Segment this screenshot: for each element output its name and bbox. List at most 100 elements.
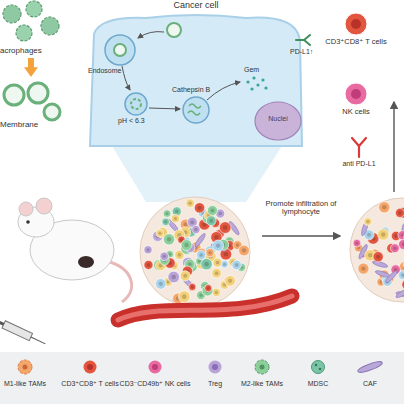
tumor-treated — [350, 198, 404, 302]
mouse-eye — [26, 220, 30, 224]
tumor-cell — [174, 230, 185, 241]
tumor-cell — [162, 218, 170, 226]
tumor-cell — [377, 278, 385, 286]
tumor-cell — [197, 248, 206, 257]
mouse-head — [18, 207, 54, 237]
cell-nucleus — [206, 216, 210, 220]
antibody-stem — [358, 146, 360, 157]
tumor-cell — [190, 242, 201, 253]
cell-nucleus — [357, 246, 360, 249]
antibody-arm — [352, 138, 359, 146]
tumor-cell — [182, 257, 193, 268]
cell-nucleus — [160, 231, 164, 235]
connector-head — [24, 67, 38, 77]
cell-nucleus — [371, 236, 376, 241]
tumor-cell — [379, 202, 390, 213]
tumor-cell — [211, 219, 220, 228]
cell-nucleus — [175, 210, 179, 214]
tumor-cell — [180, 236, 190, 246]
legend-text: CD3⁻CD49b⁺ NK cells — [117, 380, 193, 388]
annotation: Cathepsin B — [172, 86, 222, 94]
cell-nucleus — [200, 251, 204, 255]
tumor-cell — [154, 259, 165, 270]
cell-nucleus — [198, 260, 201, 263]
tumor-cell — [186, 199, 195, 208]
tumor-cell — [382, 276, 390, 284]
tumor-cell — [239, 245, 250, 256]
tumor-cell — [369, 249, 380, 260]
tumor-cell — [170, 262, 178, 270]
caf-cell — [210, 243, 227, 253]
cell-nucleus — [191, 220, 194, 223]
flow-arrow — [122, 66, 130, 90]
drug-dot — [250, 87, 253, 90]
annotation: PD-L1↑ — [290, 48, 324, 56]
cell-nucleus — [207, 287, 210, 290]
antibody — [352, 138, 366, 157]
immune-cell-nucleus — [351, 89, 361, 99]
tumor-cell — [163, 210, 171, 218]
incoming-vesicle — [167, 23, 181, 37]
node-label: Nuclei — [254, 115, 302, 123]
cell-nucleus — [189, 264, 194, 269]
legend-icons — [18, 360, 383, 375]
promote-arrow — [262, 235, 340, 236]
cell-nucleus — [183, 222, 187, 226]
cell-nucleus — [184, 243, 188, 247]
cell-nucleus — [224, 252, 229, 257]
tumor-cell — [387, 243, 397, 253]
cell-nucleus — [197, 206, 201, 210]
mouse-tail — [110, 262, 132, 302]
annotation: Promote infiltration of lymphocyte — [256, 200, 346, 217]
treg-icon-nucleus — [212, 364, 218, 370]
tumor-cell — [160, 252, 169, 261]
vesicle — [4, 85, 24, 105]
tumor-cell — [232, 260, 241, 269]
caf-cell — [395, 287, 404, 299]
tumor-cell — [185, 243, 195, 253]
caf-cell — [375, 269, 392, 278]
cell-nucleus — [221, 243, 225, 247]
cell-nucleus — [208, 251, 211, 254]
tumor-cell — [224, 240, 234, 250]
cell-nucleus — [182, 294, 187, 299]
tumor-cell — [160, 228, 168, 236]
cell-nucleus — [186, 261, 190, 265]
tumor-cell — [237, 263, 245, 271]
macrophage — [16, 25, 32, 41]
tumor-cell — [365, 250, 376, 261]
tumor-cell — [180, 227, 191, 238]
cell-nucleus — [199, 253, 203, 257]
annotation: pH < 6.3 — [118, 117, 158, 125]
up-arrow — [393, 102, 394, 192]
tumor-cell — [180, 219, 191, 230]
cell-nucleus — [201, 211, 205, 215]
tumor-cell — [364, 230, 374, 240]
cell-nucleus — [194, 228, 197, 231]
mouse — [18, 198, 132, 302]
tumor-cell — [144, 260, 153, 269]
cell-nucleus — [223, 225, 228, 230]
cell-nucleus — [189, 221, 193, 225]
cell-nucleus — [214, 235, 219, 240]
cell-nucleus — [401, 211, 404, 215]
tumor-cells — [144, 199, 249, 304]
node-label: CD3⁺CD8⁺ T cells — [324, 38, 388, 46]
cell-nucleus — [242, 248, 246, 252]
tumor-cell — [200, 281, 209, 290]
tumor-cell — [398, 207, 404, 218]
tumor-cell — [216, 229, 225, 238]
immune-cell — [345, 83, 367, 105]
cell-nucleus — [184, 246, 189, 251]
tumor-cell — [168, 271, 180, 283]
tcell-icon — [84, 361, 97, 374]
tumor-cell — [220, 248, 232, 260]
vesicle — [28, 83, 48, 103]
cell-nucleus — [203, 284, 207, 288]
cell-nucleus — [218, 232, 222, 236]
cell-nucleus — [223, 283, 226, 286]
tumor-cell — [164, 278, 173, 287]
tumor-cell — [213, 240, 224, 251]
tumor-cell — [178, 291, 190, 303]
